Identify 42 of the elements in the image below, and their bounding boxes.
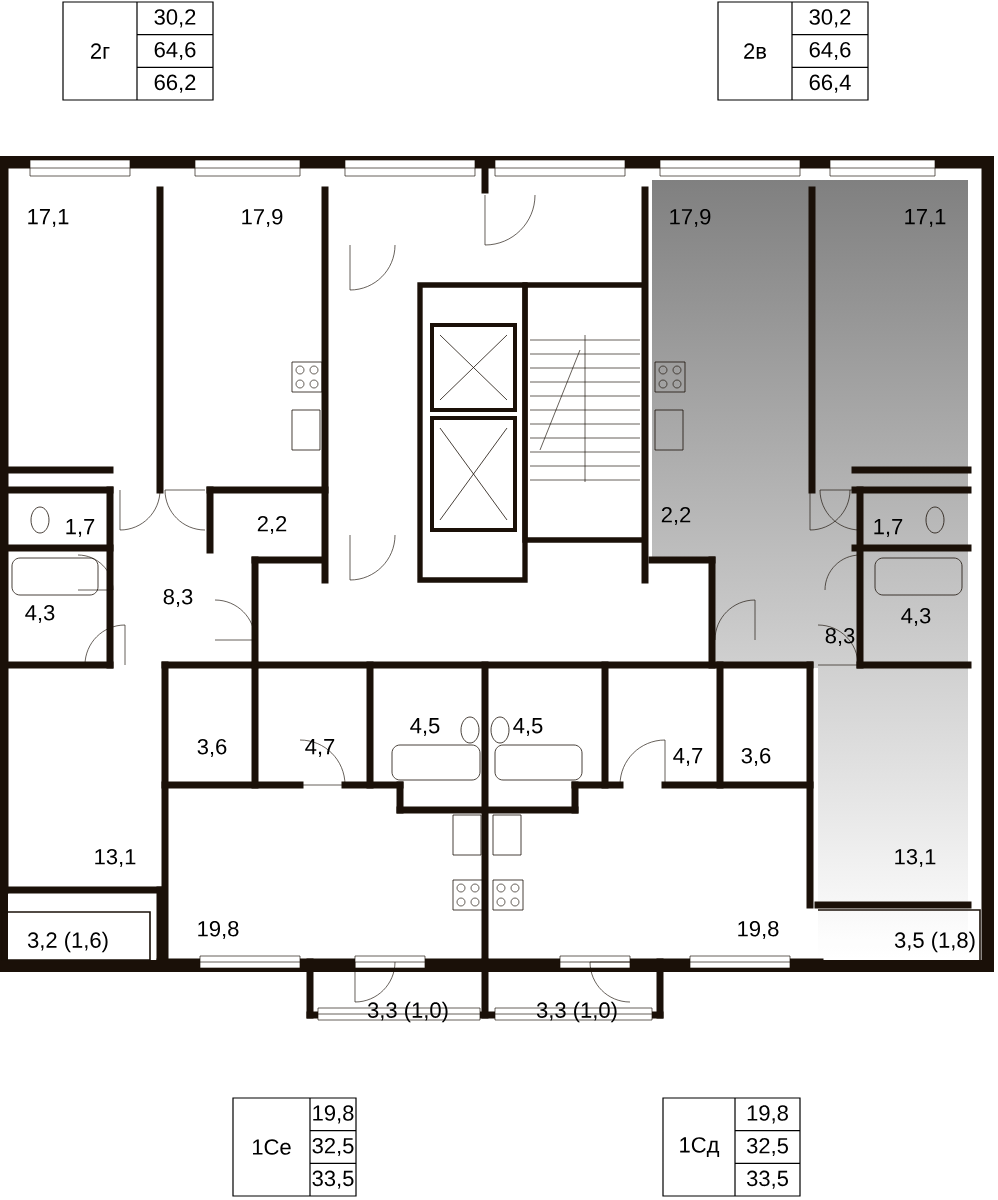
apartment-code: 2в — [744, 43, 766, 59]
room-area: 8,3 — [825, 627, 855, 647]
room-area: 4,7 — [305, 739, 335, 757]
area-value: 66,2 — [154, 74, 196, 93]
room-area: 1,7 — [66, 519, 95, 537]
room-area: 1,7 — [874, 519, 903, 537]
room-area: 3,5 (1,8) — [894, 931, 975, 953]
room-area: 4,3 — [25, 604, 55, 624]
room-area: 3,6 — [197, 738, 227, 758]
room-area: 19,8 — [198, 920, 239, 940]
room-area: 13,1 — [95, 848, 136, 868]
room-area: 13,1 — [895, 848, 936, 868]
room-area: 4,5 — [410, 718, 440, 736]
room-area: 4,7 — [673, 748, 703, 766]
room-area: 17,9 — [242, 208, 283, 228]
room-area: 17,1 — [905, 209, 946, 227]
room-area: 2,2 — [257, 515, 287, 535]
area-value: 64,6 — [154, 41, 196, 61]
room-area: 3,3 (1,0) — [536, 1001, 617, 1023]
area-value: 64,6 — [809, 41, 851, 61]
area-value: 19,8 — [747, 1105, 788, 1124]
room-area: 17,9 — [670, 208, 711, 228]
room-area: 19,8 — [738, 920, 779, 940]
apartment-code: 1Сд — [680, 1137, 720, 1157]
room-area: 4,3 — [901, 607, 931, 627]
area-value: 30,2 — [154, 9, 196, 28]
room-area: 3,3 (1,0) — [367, 1001, 448, 1023]
apartment-code: 2г — [91, 43, 110, 59]
room-area: 3,2 (1,6) — [27, 931, 108, 953]
room-area: 17,1 — [28, 209, 69, 227]
room-area: 8,3 — [163, 588, 193, 608]
area-value: 66,4 — [809, 74, 851, 93]
area-value: 32,5 — [312, 1137, 354, 1157]
apartment-code: 1Се — [253, 1139, 291, 1155]
area-value: 32,5 — [746, 1137, 788, 1157]
room-area: 2,2 — [661, 506, 691, 526]
area-value: 33,5 — [312, 1170, 354, 1189]
room-area: 4,5 — [513, 718, 543, 736]
area-value: 30,2 — [809, 9, 851, 28]
room-area: 3,6 — [741, 747, 771, 767]
area-value: 33,5 — [746, 1170, 788, 1189]
area-value: 19,8 — [313, 1105, 354, 1124]
